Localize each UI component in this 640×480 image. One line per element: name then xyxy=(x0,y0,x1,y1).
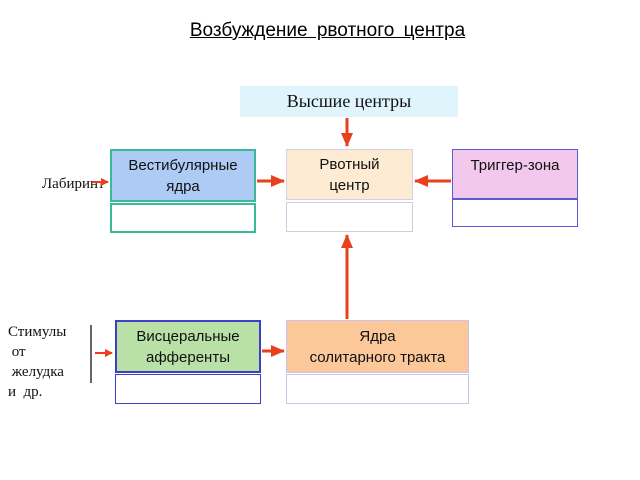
solitary-tract-nuclei-box: Ядра солитарного тракта xyxy=(286,320,469,373)
vestibular-nuclei-label: Вестибулярные ядра xyxy=(128,156,238,195)
vestibular-nuclei-empty-box xyxy=(110,203,256,233)
vomiting-center-empty-box xyxy=(286,202,413,232)
visceral-afferents-empty-box xyxy=(115,374,261,404)
higher-centers-box: Высшие центры xyxy=(240,86,458,117)
vestibular-nuclei-box: Вестибулярные ядра xyxy=(110,149,256,202)
vomiting-center-box: Рвотный центр xyxy=(286,149,413,200)
trigger-zone-empty-box xyxy=(452,199,578,227)
stimuli-label: Стимулы от желудка и др. xyxy=(8,324,67,400)
diagram-title: Возбуждение рвотного центра xyxy=(189,20,466,41)
vomiting-center-label: Рвотный центр xyxy=(319,155,380,194)
solitary-tract-nuclei-empty-box xyxy=(286,374,469,404)
trigger-zone-label: Триггер-зона xyxy=(470,157,560,174)
higher-centers-label: Высшие центры xyxy=(286,91,412,111)
visceral-afferents-label: Висцеральные афференты xyxy=(136,327,240,366)
labyrinth-label: Лабиринт xyxy=(42,176,105,192)
visceral-afferents-box: Висцеральные афференты xyxy=(115,320,261,373)
trigger-zone-box: Триггер-зона xyxy=(452,149,578,199)
solitary-tract-nuclei-label: Ядра солитарного тракта xyxy=(309,327,446,366)
